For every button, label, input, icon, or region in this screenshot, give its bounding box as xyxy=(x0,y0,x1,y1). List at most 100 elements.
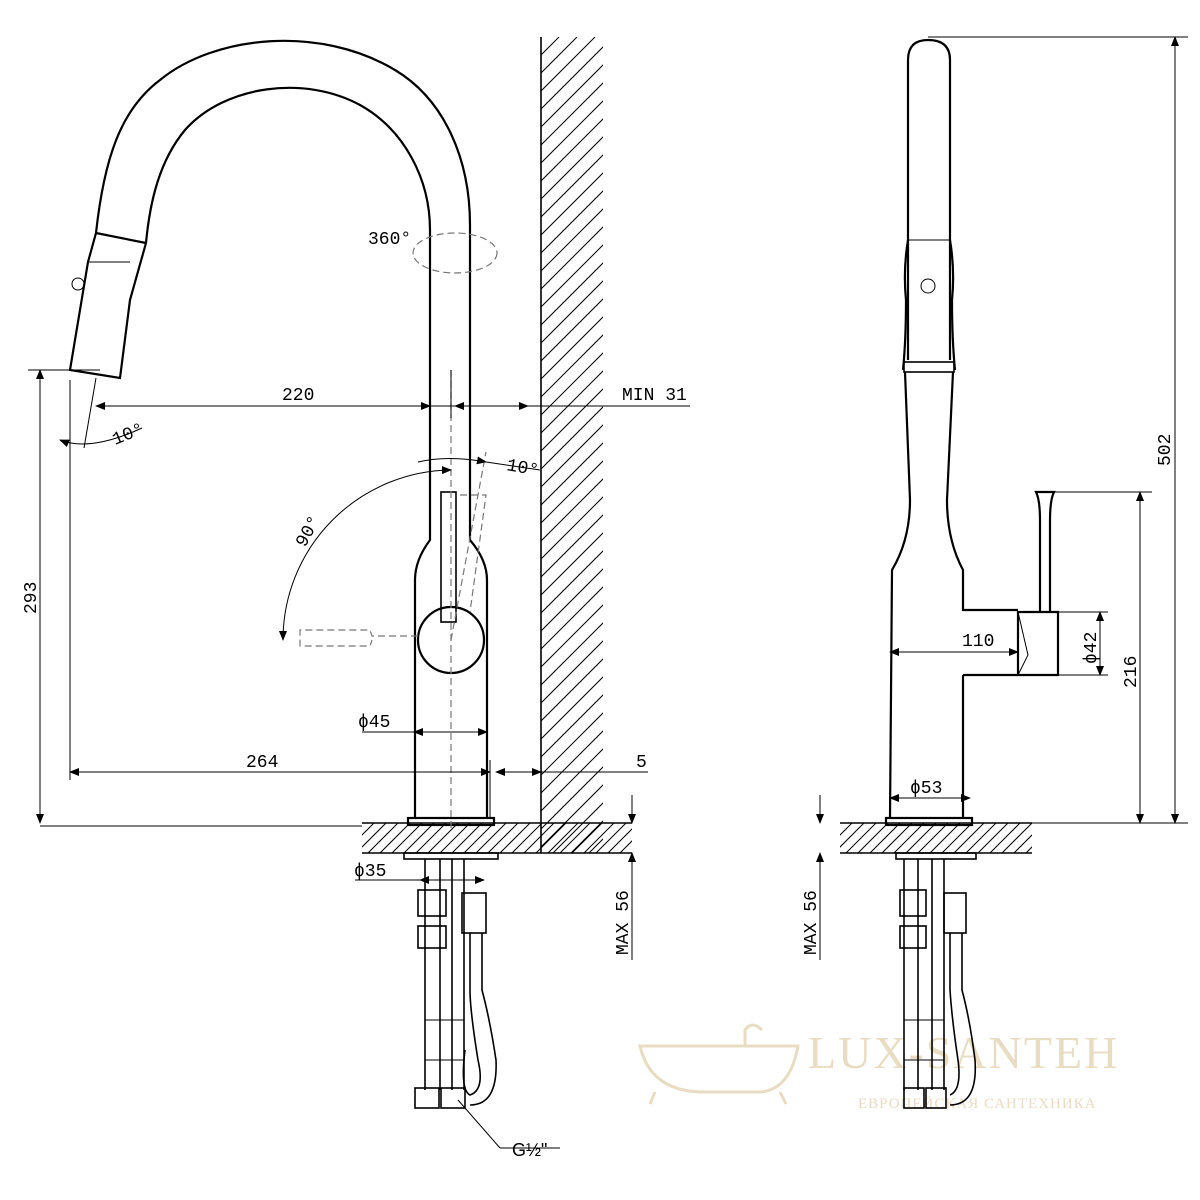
hatch-line xyxy=(679,37,1200,853)
hatch-line xyxy=(541,64,603,128)
hatch-line xyxy=(541,37,578,74)
hatch-line xyxy=(656,823,686,853)
hatch-line xyxy=(541,532,603,596)
hatch-line xyxy=(893,823,925,853)
hatch-line xyxy=(541,586,603,650)
hatch-line xyxy=(541,424,603,488)
hatch-line xyxy=(541,352,603,416)
hatch-line xyxy=(917,823,949,853)
hatch-line xyxy=(643,37,1200,853)
mounting-assembly-front xyxy=(403,852,499,1109)
hatch-line xyxy=(644,823,674,853)
hatch-line xyxy=(607,37,1200,853)
hatch-line xyxy=(475,823,507,853)
front-view: 360° 90° 10° 220 MIN 31 xyxy=(22,37,1200,1160)
handle-diameter-dimension: ϕ42 xyxy=(1082,632,1102,664)
hatch-line xyxy=(541,37,560,56)
hatch-line xyxy=(439,823,471,853)
hatch-line xyxy=(541,622,603,686)
hatch-line xyxy=(1183,37,1200,853)
hatch-line xyxy=(511,823,543,853)
hatch-line xyxy=(541,154,603,218)
hatch-line xyxy=(631,852,632,853)
total-height-dimension: 502 xyxy=(1156,434,1176,466)
hatch-line xyxy=(859,37,1200,853)
hatch-line xyxy=(823,37,1200,853)
gap-dimension: 5 xyxy=(636,753,647,773)
height-dimension: 293 xyxy=(22,582,42,614)
base-reach-dimension: 264 xyxy=(246,753,278,773)
hatch-line xyxy=(541,442,603,506)
hatch-line xyxy=(953,823,985,853)
max-deck-dimension-side: MAX 56 xyxy=(802,890,822,955)
hatch-line xyxy=(499,823,531,853)
hatch-line xyxy=(905,823,937,853)
hatch-line xyxy=(427,823,459,853)
hatch-line xyxy=(541,406,603,470)
hatch-line xyxy=(857,823,889,853)
base-diameter-dimension: ϕ53 xyxy=(910,779,942,799)
hatch-line xyxy=(869,823,901,853)
reach-dimension: 220 xyxy=(282,386,314,406)
hatch-line xyxy=(840,823,853,836)
handle-height-dimension: 216 xyxy=(1122,656,1142,688)
watermark-tagline: ЕВРОПЕЙСКАЯ САНТЕХНИКА xyxy=(858,1095,1097,1112)
spout-angle-label: 10° xyxy=(110,420,148,451)
gooseneck-spout xyxy=(68,39,472,500)
hatch-line xyxy=(541,640,603,704)
hatch-line xyxy=(625,37,1200,853)
hatch-line xyxy=(541,694,603,758)
hatch-line xyxy=(362,823,363,824)
body-diameter-dimension: ϕ45 xyxy=(358,713,390,733)
hatch-line xyxy=(379,823,411,853)
lever-tilt-label: 10° xyxy=(505,456,540,481)
handle-offset-dimension: 110 xyxy=(962,632,994,652)
hatch-line xyxy=(607,828,632,853)
hatch-line xyxy=(787,37,1200,853)
hatch-line xyxy=(362,823,387,848)
hatch-line xyxy=(547,823,579,853)
hatch-line xyxy=(523,823,555,853)
hatch-line xyxy=(989,823,1021,853)
side-view: 502 216 ϕ42 110 ϕ53 MAX 56 xyxy=(802,36,1188,1109)
hatch-line xyxy=(541,136,603,200)
shank-diameter-dimension: ϕ35 xyxy=(354,862,386,882)
hatch-line xyxy=(541,766,603,830)
hatch-line xyxy=(941,823,973,853)
hatch-line xyxy=(541,388,603,452)
hatch-line xyxy=(541,784,603,848)
hatch-line xyxy=(541,748,603,812)
hatch-line xyxy=(541,568,603,632)
hatch-line xyxy=(367,823,399,853)
hatch-line xyxy=(583,823,615,853)
hatch-line xyxy=(715,37,1200,853)
hatch-line xyxy=(571,823,603,853)
hatch-line xyxy=(929,823,961,853)
hatch-line xyxy=(541,118,603,182)
hatch-line xyxy=(541,280,603,344)
hatch-line xyxy=(840,823,865,848)
faucet-body-side xyxy=(884,38,1060,827)
hatch-line xyxy=(1013,834,1032,853)
hatch-line xyxy=(541,460,603,524)
hatch-line xyxy=(570,820,603,853)
deck-section-side xyxy=(840,822,1080,854)
max-deck-dimension-front: MAX 56 xyxy=(614,890,634,955)
hatch-line xyxy=(403,823,435,853)
hatch-line xyxy=(845,823,877,853)
hatch-line xyxy=(541,46,603,110)
hatch-line xyxy=(415,823,447,853)
hatch-line xyxy=(1057,37,1200,853)
hatch-line xyxy=(751,37,1200,853)
hatch-line xyxy=(391,823,423,853)
hatch-line xyxy=(362,823,375,836)
hatch-line xyxy=(1050,823,1080,853)
hatch-line xyxy=(541,370,603,434)
hatch-line xyxy=(1001,823,1032,853)
hatch-line xyxy=(733,37,1200,853)
hatch-line xyxy=(881,823,913,853)
hatch-line xyxy=(541,712,603,776)
mounting-assembly-side xyxy=(895,852,977,1109)
hatch-line xyxy=(841,37,1200,853)
hatch-line xyxy=(541,82,603,146)
